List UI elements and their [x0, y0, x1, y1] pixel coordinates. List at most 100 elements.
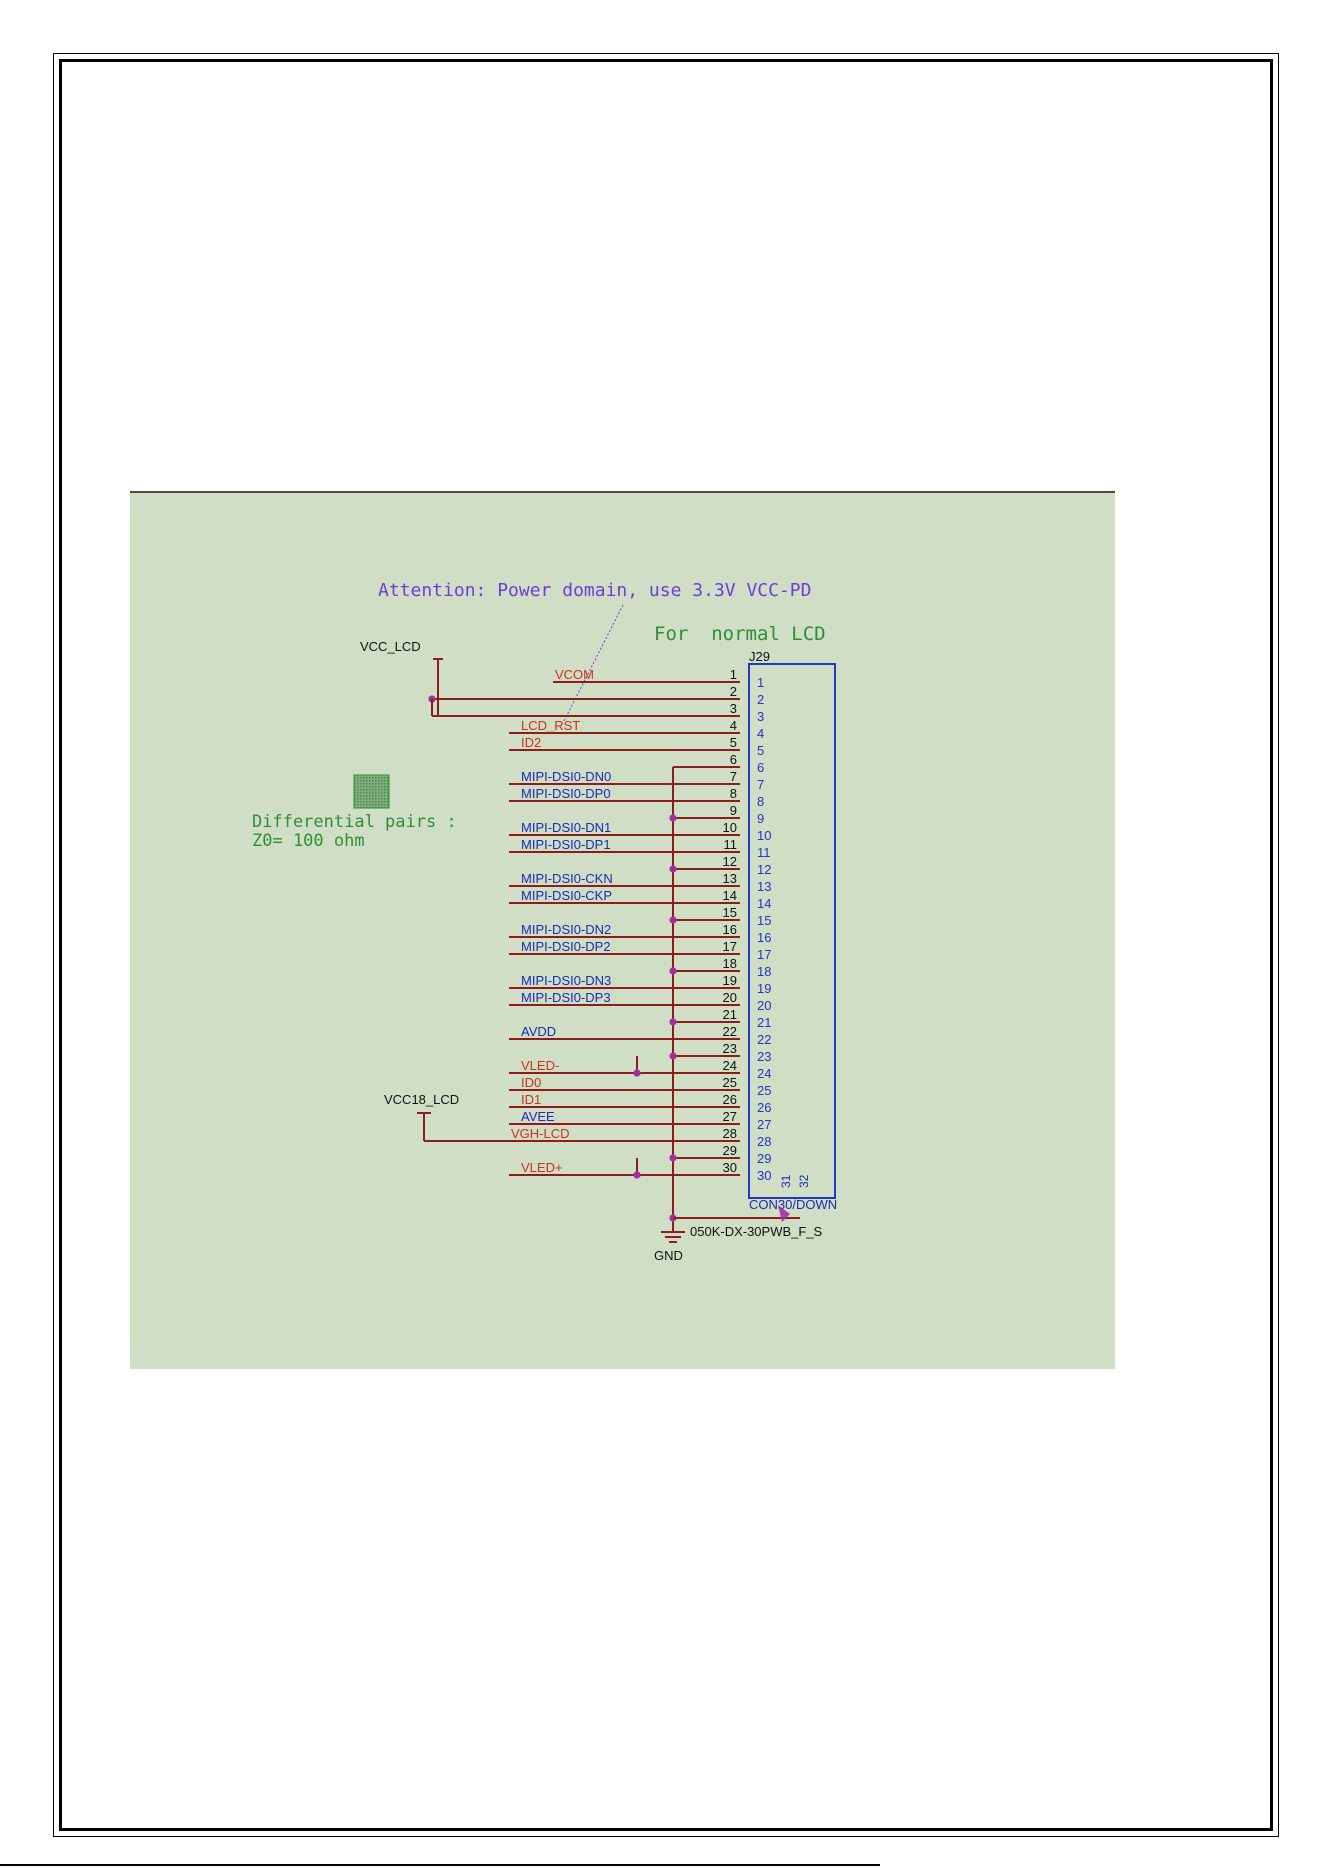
pin-27-outer-number: 27 [723, 1109, 737, 1124]
ground-junction-7 [669, 1154, 677, 1162]
pin-11-inner-number: 11 [757, 845, 771, 860]
page-frame-inner [59, 59, 1273, 1831]
ground-junction-3 [669, 916, 677, 924]
pin-19-inner-number: 19 [757, 981, 771, 996]
pin-13-inner-number: 13 [757, 879, 771, 894]
pin-2-outer-number: 2 [730, 684, 737, 699]
differential-pairs-label: Differential pairs : [252, 812, 457, 832]
for-normal-lcd-note: For normal LCD [654, 623, 826, 645]
net-label-mipi-dsi0-dn1: MIPI-DSI0-DN1 [521, 820, 611, 835]
pin-22-outer-number: 22 [723, 1024, 737, 1039]
pin-26-outer-number: 26 [723, 1092, 737, 1107]
pin-20-inner-number: 20 [757, 998, 771, 1013]
connector-refdes: J29 [749, 649, 770, 664]
pin-4-outer-number: 4 [730, 718, 737, 733]
pin-15-outer-number: 15 [723, 905, 737, 920]
pin-26-inner-number: 26 [757, 1100, 771, 1115]
ground-junction-2 [669, 865, 677, 873]
net-label-lcd-rst: LCD_RST [521, 718, 580, 733]
net-label-vgh-lcd: VGH-LCD [511, 1126, 570, 1141]
net-label-vled-: VLED- [521, 1058, 559, 1073]
pin-6-inner-number: 6 [757, 760, 764, 775]
net-label-mipi-dsi0-ckn: MIPI-DSI0-CKN [521, 871, 613, 886]
pin-28-outer-number: 28 [723, 1126, 737, 1141]
net-label-mipi-dsi0-dn2: MIPI-DSI0-DN2 [521, 922, 611, 937]
pin-7-outer-number: 7 [730, 769, 737, 784]
pin-5-outer-number: 5 [730, 735, 737, 750]
pin-20-outer-number: 20 [723, 990, 737, 1005]
pin-24-outer-number: 24 [723, 1058, 737, 1073]
pin-5-inner-number: 5 [757, 743, 764, 758]
pin-18-outer-number: 18 [723, 956, 737, 971]
pin-1-inner-number: 1 [757, 675, 764, 690]
pin-32-label: 32 [797, 1174, 811, 1188]
pin-7-inner-number: 7 [757, 777, 764, 792]
pin-18-inner-number: 18 [757, 964, 771, 979]
pin-17-outer-number: 17 [723, 939, 737, 954]
pin-28-inner-number: 28 [757, 1134, 771, 1149]
pin-8-inner-number: 8 [757, 794, 764, 809]
pin-17-inner-number: 17 [757, 947, 771, 962]
pin-14-outer-number: 14 [723, 888, 737, 903]
net-label-mipi-dsi0-dn0: MIPI-DSI0-DN0 [521, 769, 611, 784]
pin-29-inner-number: 29 [757, 1151, 771, 1166]
connector-name: CON30/DOWN [749, 1197, 837, 1212]
vled-plus-junction [633, 1171, 641, 1179]
vcc18-lcd-label: VCC18_LCD [384, 1092, 459, 1107]
net-label-vled-: VLED+ [521, 1160, 563, 1175]
net-label-id1: ID1 [521, 1092, 541, 1107]
connector-body [748, 663, 836, 1199]
vled-minus-junction [633, 1069, 641, 1077]
net-label-avee: AVEE [521, 1109, 555, 1124]
pin-3-outer-number: 3 [730, 701, 737, 716]
page-frame-outer [53, 53, 1279, 1837]
impedance-label: Z0= 100 ohm [252, 831, 365, 851]
net-label-mipi-dsi0-dp0: MIPI-DSI0-DP0 [521, 786, 611, 801]
pin-23-outer-number: 23 [723, 1041, 737, 1056]
pin-16-inner-number: 16 [757, 930, 771, 945]
pin-14-inner-number: 14 [757, 896, 771, 911]
net-label-avdd: AVDD [521, 1024, 556, 1039]
pin-2-inner-number: 2 [757, 692, 764, 707]
pin-9-outer-number: 9 [730, 803, 737, 818]
pin-27-inner-number: 27 [757, 1117, 771, 1132]
differential-pair-swatch [353, 774, 390, 809]
pin-23-inner-number: 23 [757, 1049, 771, 1064]
pin-11-outer-number: 11 [724, 837, 738, 852]
pin-1-outer-number: 1 [730, 667, 737, 682]
connector-part-number: 050K-DX-30PWB_F_S [690, 1224, 823, 1239]
net-label-mipi-dsi0-dn3: MIPI-DSI0-DN3 [521, 973, 611, 988]
wire-group [417, 658, 800, 1243]
pin-30-inner-number: 30 [757, 1168, 771, 1183]
net-label-mipi-dsi0-dp1: MIPI-DSI0-DP1 [521, 837, 611, 852]
pin-21-inner-number: 21 [757, 1015, 771, 1030]
net-label-mipi-dsi0-dp3: MIPI-DSI0-DP3 [521, 990, 611, 1005]
pin-9-inner-number: 9 [757, 811, 764, 826]
pin-22-inner-number: 22 [757, 1032, 771, 1047]
ground-junction-4 [669, 967, 677, 975]
footer-rule [0, 1864, 880, 1866]
pin-16-outer-number: 16 [723, 922, 737, 937]
pin-13-outer-number: 13 [723, 871, 737, 886]
net-label-mipi-dsi0-ckp: MIPI-DSI0-CKP [521, 888, 612, 903]
net-label-vcom: VCOM [555, 667, 594, 682]
net-label-id2: ID2 [521, 735, 541, 750]
pin-12-outer-number: 12 [723, 854, 737, 869]
attention-note: Attention: Power domain, use 3.3V VCC-PD [378, 580, 811, 601]
pin-19-outer-number: 19 [723, 973, 737, 988]
shield-pad-mark [778, 1205, 790, 1222]
pin-6-outer-number: 6 [730, 752, 737, 767]
schematic-background [130, 491, 1115, 1369]
pin-31-label: 31 [779, 1174, 793, 1188]
ground-junction-5 [669, 1018, 677, 1026]
pin-30-outer-number: 30 [723, 1160, 737, 1175]
pin-10-inner-number: 10 [757, 828, 771, 843]
pin-10-outer-number: 10 [723, 820, 737, 835]
pin-25-inner-number: 25 [757, 1083, 771, 1098]
pin-3-inner-number: 3 [757, 709, 764, 724]
pin-25-outer-number: 25 [723, 1075, 737, 1090]
connector-pin-group: 11VCOM223344LCD_RST55ID26677MIPI-DSI0-DN… [511, 663, 836, 1199]
ground-junction-1 [669, 814, 677, 822]
pin-15-inner-number: 15 [757, 913, 771, 928]
